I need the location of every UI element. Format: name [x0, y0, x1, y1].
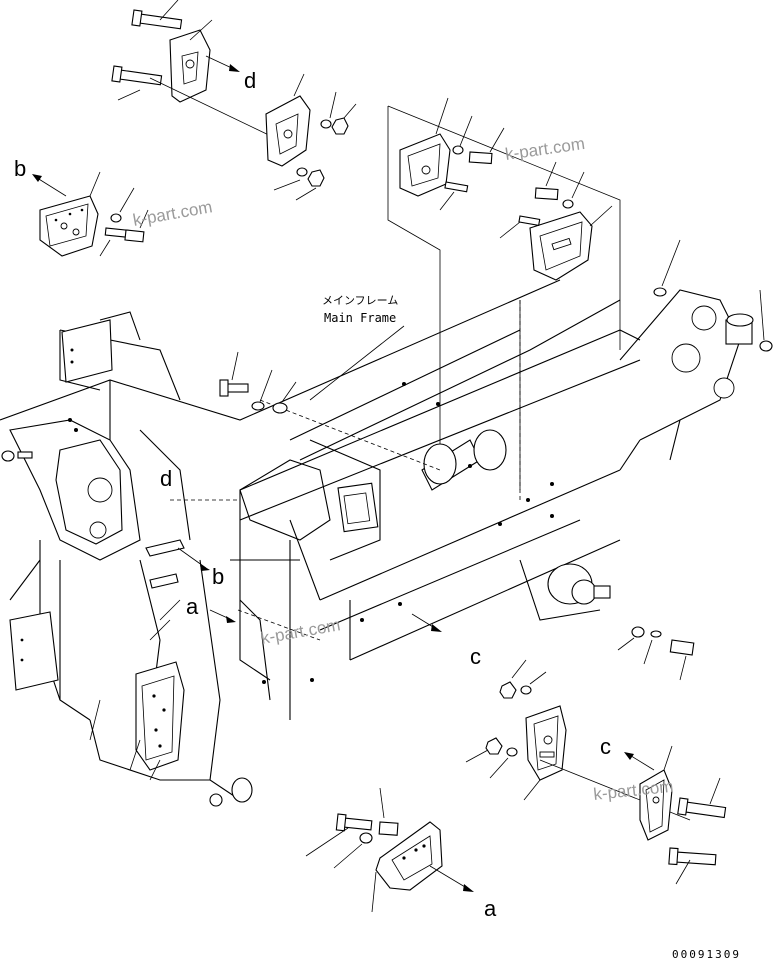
part-number: 00091309	[672, 948, 741, 961]
main-frame	[0, 239, 773, 807]
ref-label-d-top: d	[244, 68, 256, 93]
bracket-group-c-right	[411, 613, 695, 681]
watermark-top-right: k-part.com	[504, 134, 586, 164]
left-edge-pin	[1, 450, 33, 462]
ref-label-b-frame: b	[212, 564, 224, 589]
ref-label-b-top: b	[14, 156, 26, 181]
main-frame-label-jp: メインフレーム	[322, 294, 398, 307]
ref-label-a-frame: a	[186, 594, 199, 619]
watermark-center: k-part.com	[259, 615, 341, 648]
main-frame-label-en: Main Frame	[324, 311, 396, 325]
ref-label-c-frame: c	[470, 644, 481, 669]
bracket-group-a-lower	[9, 539, 236, 781]
bracket-right-of-d	[265, 73, 357, 201]
watermark-top-left: k-part.com	[131, 197, 213, 230]
bracket-group-upper-right	[387, 97, 621, 490]
bracket-group-d	[111, 0, 301, 151]
ref-label-a-bottom: a	[484, 896, 497, 921]
center-bolt-group	[219, 351, 297, 414]
bracket-group-a-bottom	[305, 787, 474, 913]
ref-label-d-frame: d	[160, 466, 172, 491]
ref-label-c-right: c	[600, 734, 611, 759]
bracket-group-c-lower	[465, 659, 727, 885]
bracket-group-b	[32, 171, 149, 257]
